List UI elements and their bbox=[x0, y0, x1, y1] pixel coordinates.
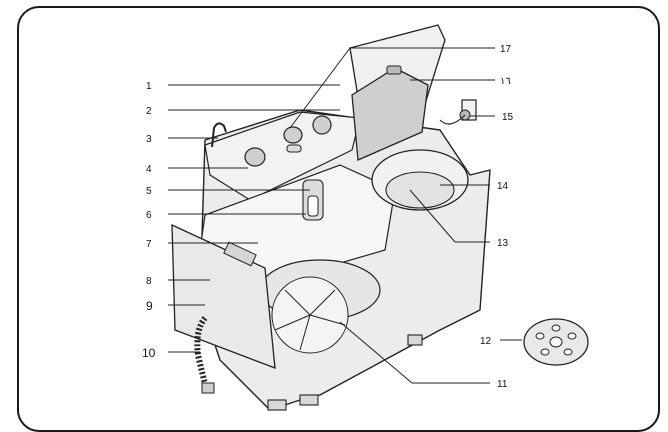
label-4: 4 bbox=[146, 164, 152, 175]
drain-hose-end bbox=[201, 382, 215, 394]
front-panel-latch bbox=[223, 241, 257, 267]
spin-tub-inner bbox=[385, 171, 455, 209]
label-12: 12 bbox=[480, 336, 492, 347]
hanger-hook bbox=[211, 122, 227, 148]
label-9: 9 bbox=[146, 299, 153, 313]
drain-hose bbox=[194, 316, 209, 389]
lint-filter-mesh bbox=[307, 195, 319, 217]
label-14: 14 bbox=[497, 181, 509, 192]
pulsator bbox=[271, 276, 349, 354]
label-11: 11 bbox=[497, 379, 508, 390]
label-16: ١٦ bbox=[500, 76, 511, 87]
drain-cover-holes bbox=[535, 324, 577, 356]
label-5: 5 bbox=[146, 186, 152, 197]
label-10: 10 bbox=[142, 346, 156, 360]
selector-switch bbox=[286, 144, 302, 153]
label-2: 2 bbox=[146, 106, 152, 117]
power-cord bbox=[439, 114, 466, 125]
label-1: 1 bbox=[146, 81, 152, 92]
machine-feet bbox=[267, 334, 423, 411]
label-8: 8 bbox=[146, 276, 152, 287]
label-15: 15 bbox=[502, 112, 514, 123]
label-6: 6 bbox=[146, 210, 152, 221]
timer-knobs bbox=[244, 115, 332, 167]
label-3: 3 bbox=[146, 134, 152, 145]
label-7: 7 bbox=[146, 239, 152, 250]
label-13: 13 bbox=[497, 238, 509, 249]
spin-lid-handle bbox=[386, 65, 402, 75]
leader-lines bbox=[168, 47, 522, 384]
label-17: 17 bbox=[500, 44, 512, 55]
